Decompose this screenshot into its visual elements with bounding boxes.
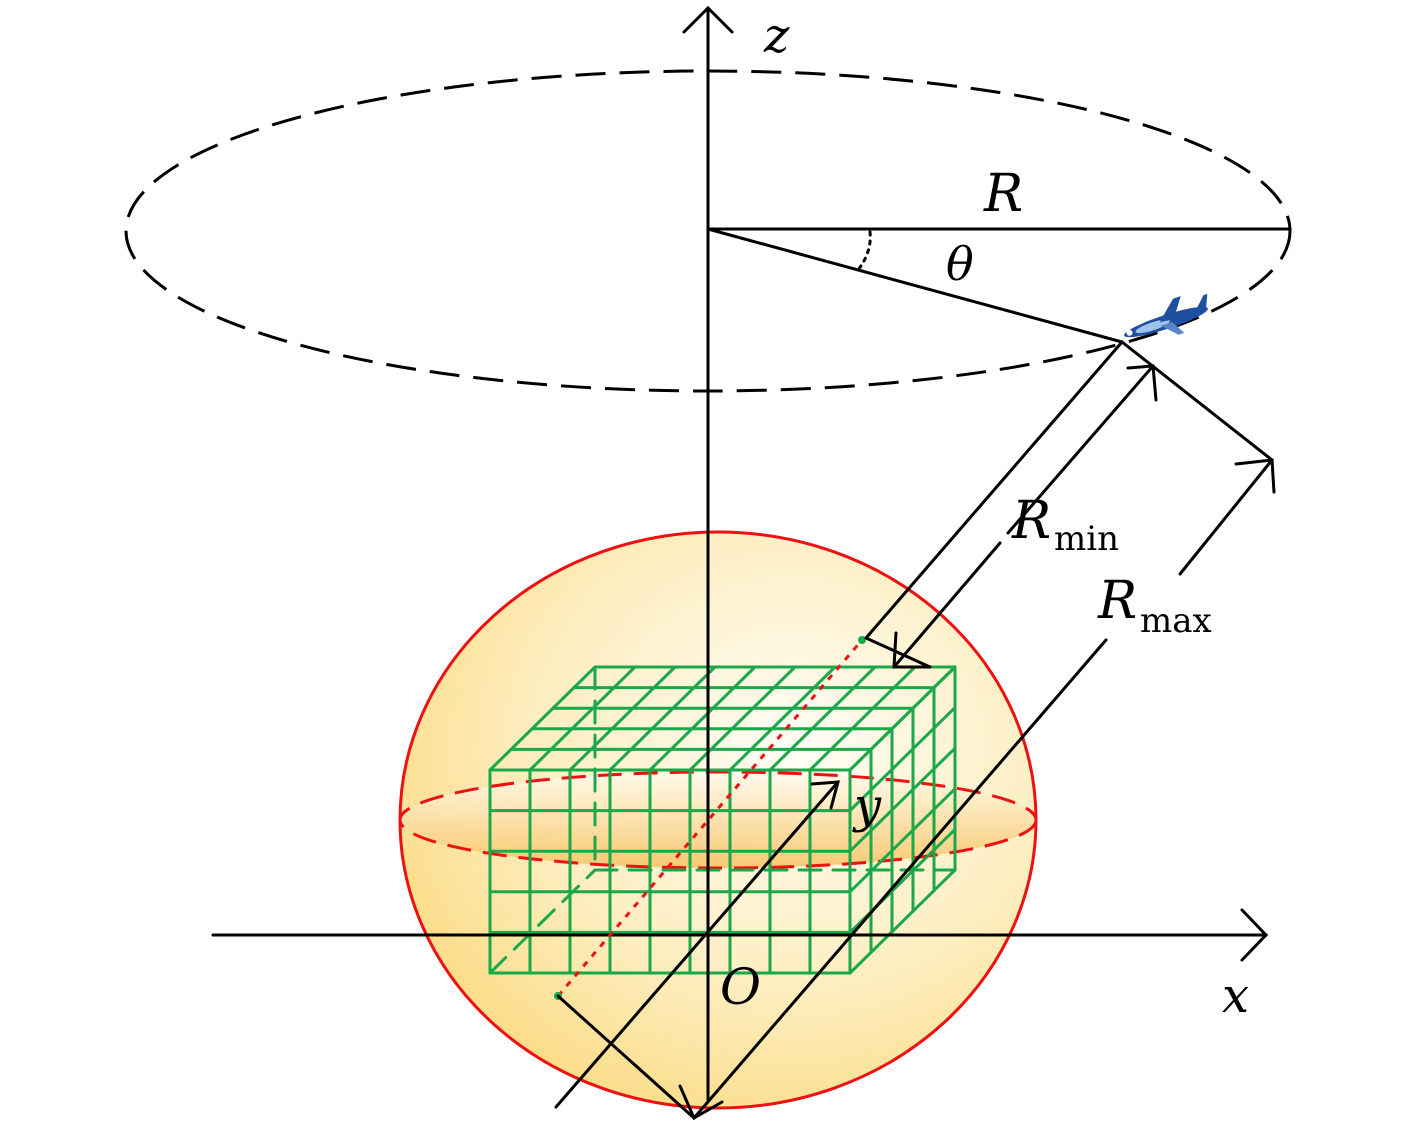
far-edge-perpendicular — [556, 994, 696, 1120]
equator-dashed-ellipse — [398, 770, 1038, 870]
r-min-label-main: R — [1011, 491, 1051, 551]
r-max-arrowhead-bottom — [678, 1084, 724, 1121]
aircraft-to-near-edge-line — [864, 340, 1124, 640]
aircraft-icon — [1124, 293, 1208, 338]
grid-right-depth-line — [848, 868, 957, 975]
grid-top-depth-line — [648, 665, 757, 772]
r-min-arrowhead-top — [1126, 364, 1158, 402]
scene-diagonal-dotted — [556, 639, 864, 997]
y-axis-arrowhead — [810, 780, 840, 810]
axes — [211, 5, 1269, 1109]
grid-top-depth-line — [728, 665, 837, 772]
grid-top-depth-line — [488, 665, 597, 772]
grid-right-depth-line — [848, 787, 957, 894]
r-max-label-main: R — [1097, 571, 1137, 631]
origin-label: O — [720, 958, 761, 1016]
x-axis-label: x — [1222, 968, 1249, 1024]
grid-right-depth-line — [848, 706, 957, 813]
aircraft-range-perpendicular — [1120, 340, 1274, 462]
grid-right-depth-line — [848, 665, 957, 772]
y-axis-label: y — [852, 778, 882, 834]
grid-top-depth-line — [528, 665, 637, 772]
grid-top-depth-line — [608, 665, 717, 772]
r-max-dimension-upper — [1178, 458, 1274, 576]
grid-hidden-bottom-left-edge — [488, 868, 597, 975]
r-min-dimension-upper — [1006, 364, 1155, 535]
z-axis-label: z — [763, 8, 790, 64]
theta-label: θ — [946, 237, 974, 291]
center-to-aircraft-line — [706, 227, 1124, 344]
grid-top-depth-line — [768, 665, 877, 772]
grid-top-depth-line — [568, 665, 677, 772]
theta-angle-arc — [856, 230, 872, 272]
x-axis-arrowhead — [1240, 908, 1269, 962]
r-max-label-subscript: max — [1140, 601, 1212, 641]
voxel-grid — [488, 665, 957, 975]
near-edge-perpendicular — [864, 636, 932, 669]
grid-top-depth-line — [808, 665, 917, 772]
r-min-arrowhead-bottom — [892, 631, 932, 669]
r-min-label-subscript: min — [1054, 519, 1119, 559]
r-max-dimension-lower — [692, 638, 1108, 1120]
z-axis-arrowhead — [682, 5, 734, 34]
diagonal-far-point — [858, 636, 866, 644]
radius-label: R — [983, 164, 1023, 224]
grid-right-depth-line — [848, 746, 957, 853]
r-min-dimension-lower — [892, 541, 1002, 669]
equator-disc — [400, 772, 1036, 868]
r-min-label: R min — [1011, 491, 1119, 559]
r-max-label: R max — [1097, 571, 1212, 641]
r-max-arrowhead-top — [1234, 458, 1276, 494]
y-axis — [554, 780, 840, 1109]
